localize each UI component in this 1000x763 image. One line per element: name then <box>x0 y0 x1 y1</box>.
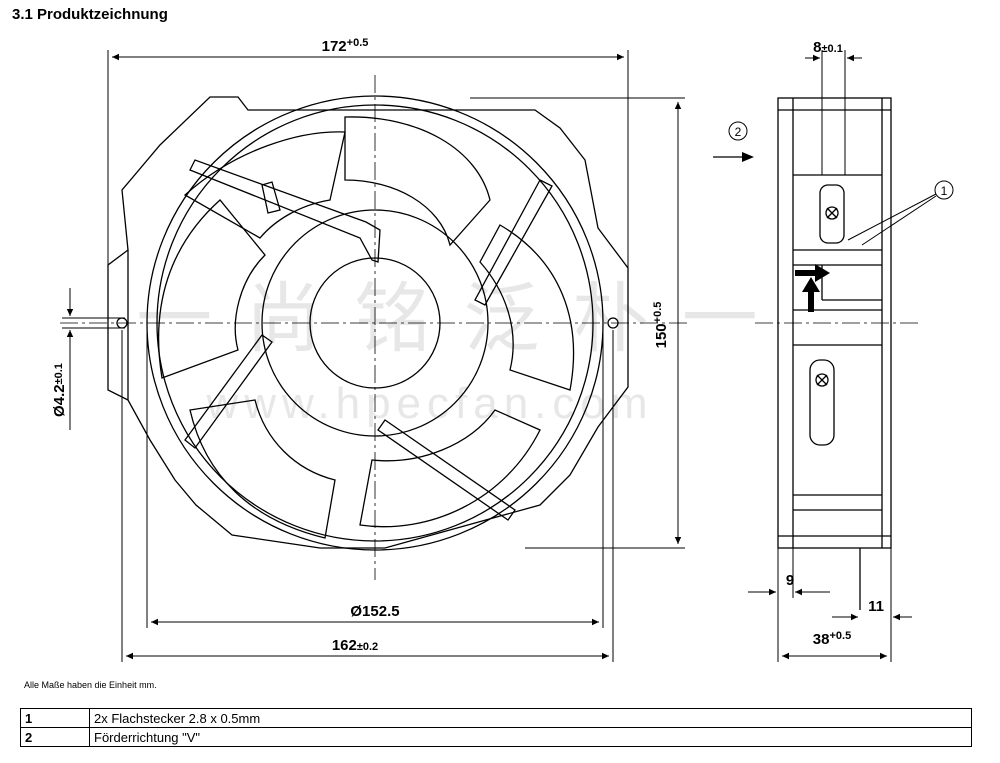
fan-blade <box>183 131 346 239</box>
watermark-cn: 一 尚 铭 泛 朴 一 <box>136 277 764 362</box>
dim-11 <box>832 548 912 662</box>
dim-172 <box>107 50 629 268</box>
dim-162-tol: ±0.2 <box>357 641 378 653</box>
spoke <box>184 334 273 449</box>
callout-1-label: 1 <box>941 184 948 198</box>
svg-text:172+0.5: 172+0.5 <box>322 37 369 55</box>
dim-hole-tol: ±0.1 <box>53 363 65 384</box>
legend-text: Förderrichtung "V" <box>89 727 972 747</box>
dim-11-value: 11 <box>868 598 884 615</box>
legend-row: 2 Förderrichtung "V" <box>20 727 972 747</box>
spoke <box>474 179 553 306</box>
dim-hole-value: Ø4.2 <box>51 384 68 417</box>
dim-172-value: 172 <box>322 38 347 55</box>
spoke <box>189 159 381 263</box>
dim-172-tol: +0.5 <box>347 37 369 49</box>
svg-text:150+0.5: 150+0.5 <box>652 302 670 349</box>
section-title: 3.1 Produktzeichnung <box>12 6 168 23</box>
terminal-lower <box>809 359 835 446</box>
dim-150-value: 150 <box>653 323 670 348</box>
dim-9 <box>748 548 830 598</box>
dim-hole <box>62 288 125 430</box>
fan-blade <box>157 199 266 379</box>
center-lines <box>60 75 920 580</box>
svg-text:38+0.5: 38+0.5 <box>813 630 851 648</box>
dim-152 <box>146 330 604 628</box>
dim-38 <box>777 598 887 662</box>
units-note: Alle Maße haben die Einheit mm. <box>24 680 157 690</box>
fan-blade <box>359 409 541 528</box>
watermark-url: www.hpecfan.com <box>205 379 653 428</box>
fan-blade <box>344 116 491 247</box>
legend-text: 2x Flachstecker 2.8 x 0.5mm <box>89 708 972 728</box>
legend-num: 2 <box>20 727 90 747</box>
dim-8-value: 8 <box>813 39 821 56</box>
fan-blade <box>479 224 575 391</box>
callout-2 <box>728 121 748 141</box>
terminal-upper <box>819 184 845 244</box>
svg-text:162±0.2: 162±0.2 <box>332 637 378 654</box>
fan-drawing: 一 尚 铭 泛 朴 一 www.hpecfan.com <box>51 37 954 662</box>
fan-side-view <box>777 97 892 610</box>
svg-text:8±0.1: 8±0.1 <box>813 39 843 56</box>
fan-blade <box>189 399 336 539</box>
flow-arrows <box>795 264 830 312</box>
spoke <box>377 419 516 521</box>
airflow-direction-arrow <box>713 152 754 162</box>
callout-1 <box>934 180 954 200</box>
legend-table: 1 2x Flachstecker 2.8 x 0.5mm 2 Förderri… <box>20 708 972 747</box>
legend-row: 1 2x Flachstecker 2.8 x 0.5mm <box>20 708 972 728</box>
svg-text:Ø4.2±0.1: Ø4.2±0.1 <box>51 363 68 417</box>
dim-150-tol: +0.5 <box>652 302 664 324</box>
dim-38-tol: +0.5 <box>829 630 851 642</box>
dim-8 <box>805 50 862 175</box>
dim-152-value: Ø152.5 <box>350 603 399 620</box>
dim-9-value: 9 <box>786 572 794 589</box>
dim-8-tol: ±0.1 <box>822 43 843 55</box>
dim-162 <box>121 330 614 662</box>
callout-2-label: 2 <box>735 125 742 139</box>
dim-38-value: 38 <box>813 631 830 648</box>
dim-150 <box>470 97 685 549</box>
legend-num: 1 <box>20 708 90 728</box>
dim-162-value: 162 <box>332 637 357 654</box>
